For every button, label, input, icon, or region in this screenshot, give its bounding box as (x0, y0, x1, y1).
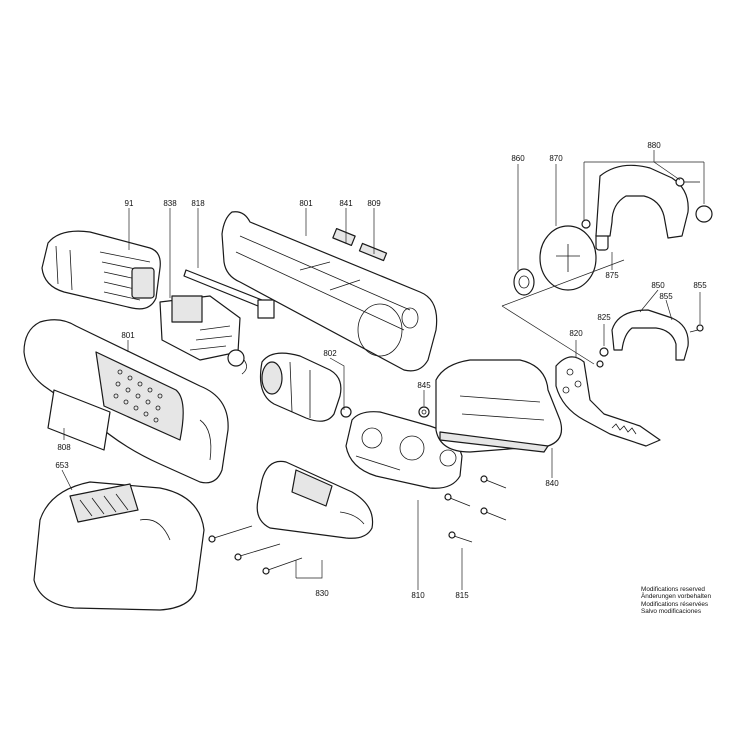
modifications-notice: Modifications reserved Änderungen vorbeh… (641, 586, 711, 616)
notice-line-french: Modifications réservées (641, 600, 709, 608)
clamp-bracket (611, 309, 704, 361)
label-825: 825 (597, 313, 611, 322)
screws-815 (444, 475, 507, 543)
label-860: 860 (511, 154, 525, 163)
label-815: 815 (455, 591, 469, 600)
front-cap (256, 460, 374, 539)
label-801-upper: 801 (299, 199, 313, 208)
flange-nut (513, 268, 535, 296)
label-808: 808 (57, 443, 71, 452)
screws-825 (596, 347, 609, 368)
battery-charger (33, 481, 205, 611)
label-820: 820 (569, 329, 583, 338)
label-653: 653 (55, 461, 69, 470)
gearbox (345, 411, 463, 489)
label-850: 850 (651, 281, 665, 290)
housing-lower-shell (23, 319, 229, 484)
switch-slider (183, 269, 275, 319)
label-838: 838 (163, 199, 177, 208)
leader-lines (61, 150, 705, 590)
label-809: 809 (367, 199, 381, 208)
notice-line-spanish: Salvo modificaciones (641, 608, 702, 616)
label-818: 818 (191, 199, 205, 208)
battery-pack (41, 230, 161, 310)
label-830: 830 (315, 589, 329, 598)
housing-upper-shell (221, 211, 438, 372)
screws-830 (208, 525, 303, 575)
label-855-lower: 855 (693, 281, 707, 290)
label-810: 810 (411, 591, 425, 600)
blade-guard (581, 164, 713, 239)
electronics-module (159, 295, 247, 375)
notice-line-english: Modifications reserved (641, 586, 705, 593)
label-801-lower: 801 (121, 331, 135, 340)
nameplate-label (47, 389, 111, 451)
notice-line-german: Änderungen vorbehalten (641, 593, 711, 601)
sanding-pad (435, 359, 563, 453)
label-840: 840 (545, 479, 559, 488)
label-870: 870 (549, 154, 563, 163)
label-855-upper: 855 (659, 292, 673, 301)
part-labels: 91 838 818 801 841 809 801 802 808 653 8… (55, 141, 707, 600)
motor (259, 352, 352, 422)
label-91: 91 (125, 199, 134, 208)
label-875: 875 (605, 271, 619, 280)
saw-blade-attachment (555, 356, 661, 447)
label-802: 802 (323, 349, 337, 358)
washer-845 (418, 406, 430, 418)
label-845: 845 (417, 381, 431, 390)
adapter-plate (539, 225, 597, 291)
label-880: 880 (647, 141, 661, 150)
label-841: 841 (339, 199, 353, 208)
